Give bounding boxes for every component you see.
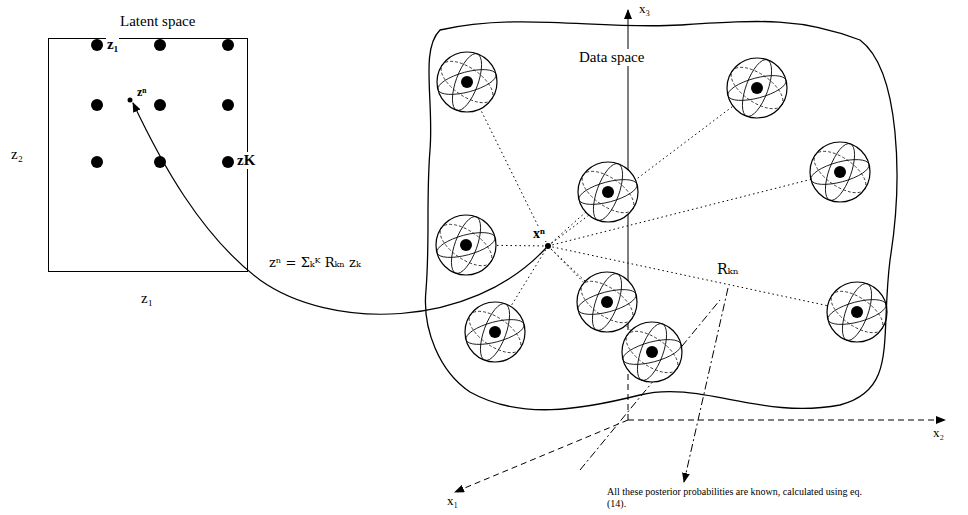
sphere — [575, 160, 640, 224]
sphere — [807, 140, 872, 204]
grid-point — [222, 39, 234, 51]
latent-space-box: Latent space — [48, 38, 248, 272]
sphere — [824, 280, 889, 344]
point-label: zⁿ — [136, 86, 148, 99]
grid-point — [154, 39, 166, 51]
region-heading: Latent space — [119, 13, 196, 30]
point-label: z₁ — [106, 36, 119, 53]
formula: zⁿ = Σₖᴷ Rₖₙ zₖ — [268, 256, 362, 270]
sphere — [724, 56, 789, 120]
sphere — [619, 320, 684, 384]
axis-label: z₂ — [10, 146, 24, 163]
axis-label: x₃ — [638, 2, 651, 16]
point-label: zK — [236, 152, 256, 169]
grid-point — [91, 99, 103, 111]
latent-grid — [91, 39, 234, 168]
responsibility-lines — [466, 82, 857, 352]
grid-point — [91, 156, 103, 168]
note: All these posterior probabilities are kn… — [606, 486, 870, 509]
x2-axis — [628, 420, 945, 421]
probability-label: Rₖₙ — [716, 262, 740, 277]
axis-label: x₁ — [446, 494, 459, 508]
sphere — [574, 270, 639, 334]
grid-point — [154, 156, 166, 168]
region-outline — [415, 15, 905, 425]
ray — [548, 88, 757, 246]
grid-point — [222, 156, 234, 168]
latent-point — [128, 98, 133, 103]
grid-point — [222, 99, 234, 111]
sphere — [433, 213, 498, 277]
region-heading: Data space — [578, 49, 645, 66]
gaussian-spheres — [433, 50, 889, 384]
mapping-arrow — [133, 103, 546, 314]
grid-point — [91, 39, 103, 51]
axis-label: x₂ — [932, 426, 945, 440]
axis-label: z₁ — [140, 290, 154, 307]
sphere — [434, 50, 499, 114]
sphere — [462, 300, 527, 364]
x1-axis — [455, 420, 628, 492]
data-space-region: Data space — [415, 15, 905, 425]
point-label: xⁿ — [532, 226, 546, 241]
grid-point — [154, 99, 166, 111]
data-point — [545, 243, 551, 249]
